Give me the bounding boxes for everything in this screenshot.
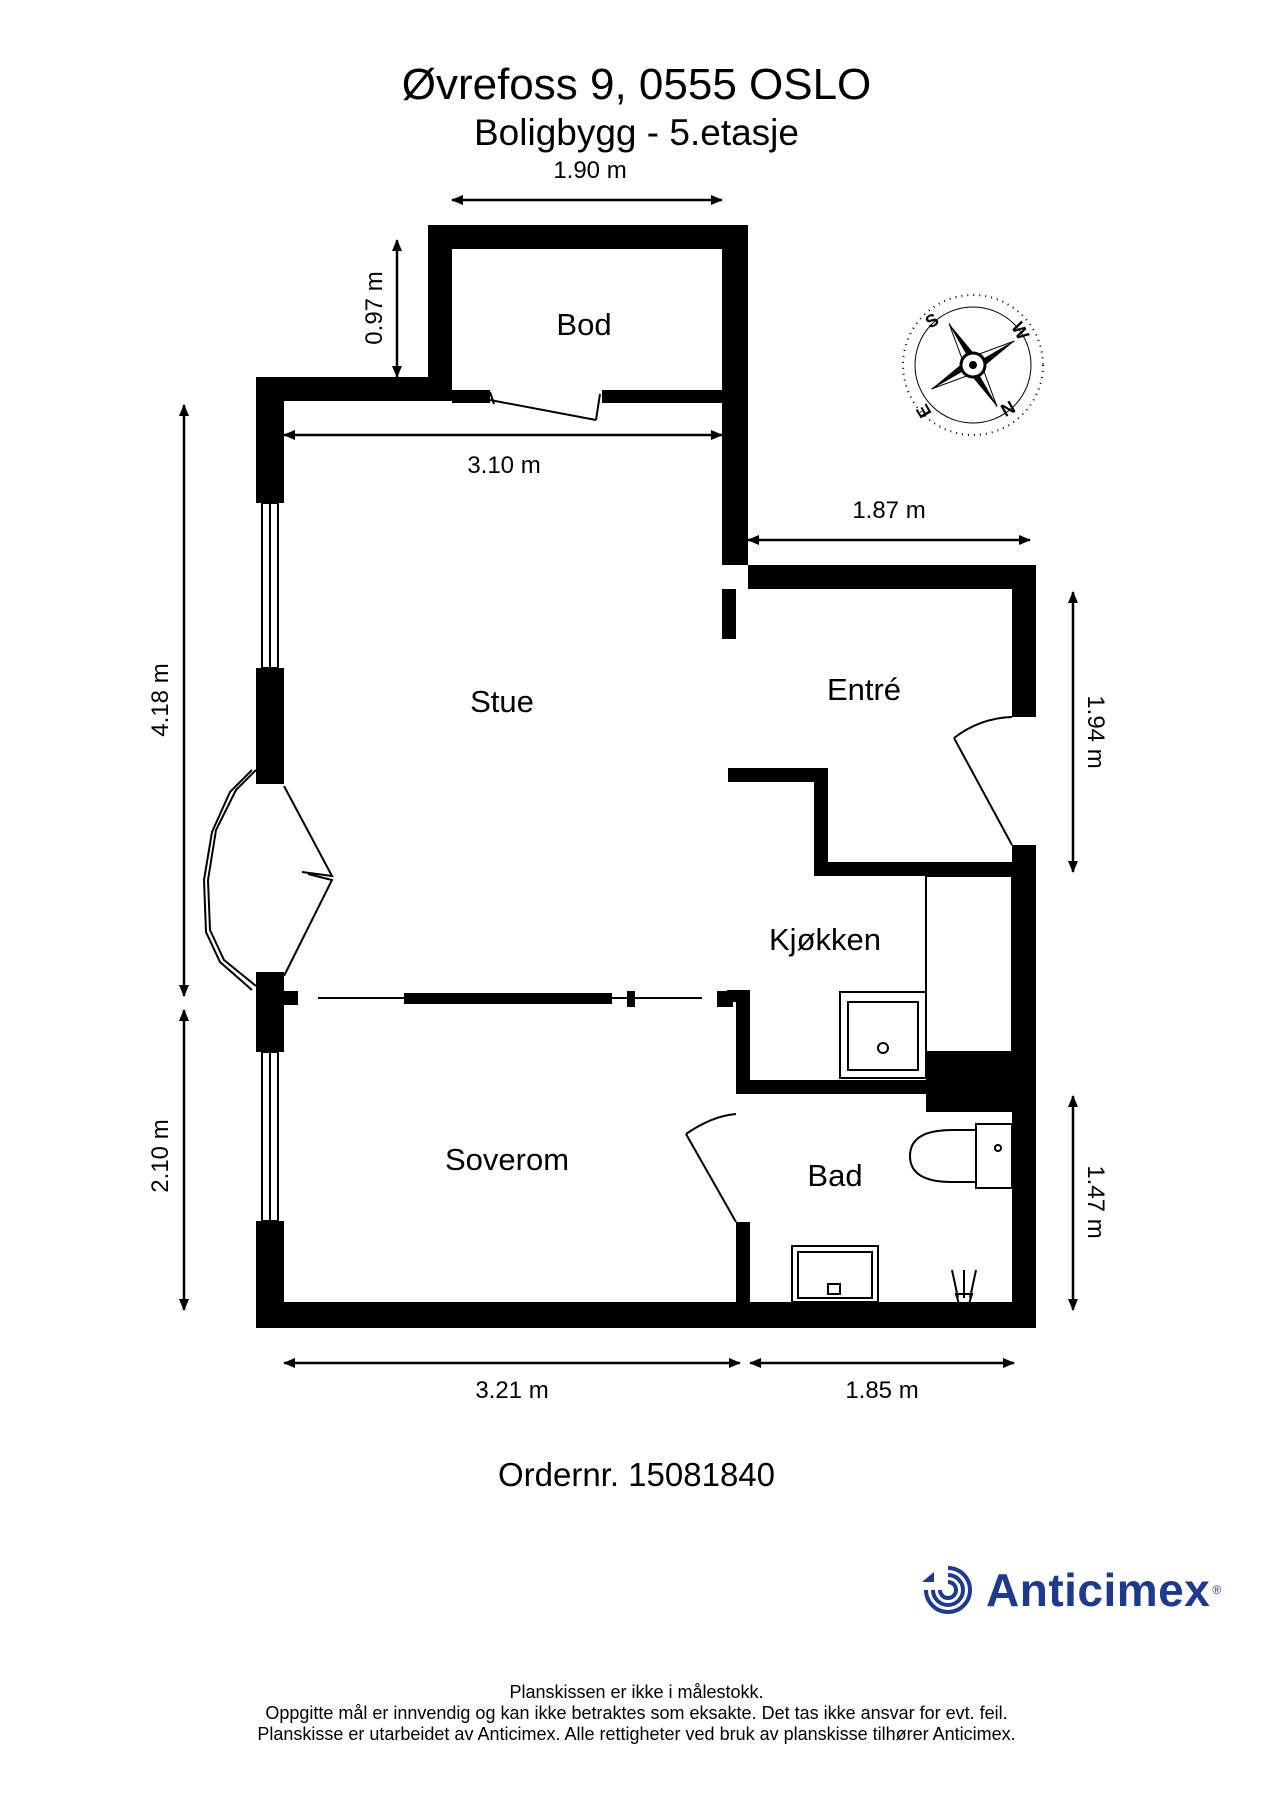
compass-label-n: N <box>997 397 1018 421</box>
dim-soverom-height: 2.10 m <box>147 1119 174 1192</box>
sliding-door-panel <box>404 993 612 1004</box>
wall-stue-top <box>256 377 452 401</box>
dim-entre-height: 1.94 m <box>1082 695 1109 768</box>
wall-left-upper <box>256 377 284 503</box>
brand-logo: Anticimex® <box>920 1560 1221 1620</box>
dimension-labels: 1.90 m 0.97 m 3.10 m 1.87 m 4.18 m 1.94 … <box>147 157 1109 1404</box>
wall-kitchen-top <box>728 768 828 782</box>
entre-door <box>953 716 1013 846</box>
room-stue: Stue <box>470 684 534 719</box>
dim-stue-width: 3.10 m <box>467 452 540 479</box>
wall-shaft <box>926 1052 1014 1112</box>
wall-entre-stub <box>722 589 736 639</box>
wall-bod-top <box>428 225 748 249</box>
dimension-lines <box>179 195 1078 1368</box>
wall-post-left <box>284 991 298 1005</box>
room-bad: Bad <box>807 1158 862 1193</box>
dim-left-height: 4.18 m <box>147 663 174 736</box>
compass-rose: S W N E <box>902 294 1044 436</box>
room-bod: Bod <box>556 307 611 342</box>
sliding-door-rails <box>318 991 733 1007</box>
kitchen-fixtures <box>839 875 1013 1079</box>
page-subtitle: Boligbygg - 5.etasje <box>474 112 799 153</box>
wall-kitchen-bottom <box>814 862 1014 876</box>
dim-bod-depth: 0.97 m <box>361 271 388 344</box>
wall-left-mid <box>256 668 284 784</box>
wall-bod-left <box>428 225 452 395</box>
bath-fixtures <box>791 1123 1013 1324</box>
compass-label-w: W <box>1007 319 1033 344</box>
wall-left-lower <box>256 972 284 1052</box>
order-number: Ordernr. 15081840 <box>497 1456 776 1493</box>
disclaimer-line-1: Planskissen er ikke i målestokk. <box>509 1682 764 1702</box>
brand-name: Anticimex <box>986 1564 1211 1616</box>
room-kjokken: Kjøkken <box>769 922 881 957</box>
dim-bad-height: 1.47 m <box>1082 1165 1109 1238</box>
compass-label-s: S <box>922 309 942 332</box>
room-labels: Bod Stue Entré Kjøkken Soverom Bad <box>445 307 901 1193</box>
dim-bottom-left: 3.21 m <box>475 1377 548 1404</box>
wall-bath-top <box>736 1080 926 1094</box>
disclaimer-line-3: Planskisse er utarbeidet av Anticimex. A… <box>257 1724 1016 1744</box>
wall-bottom <box>256 1302 1036 1328</box>
wall-kitchen-step <box>814 768 828 875</box>
anticimex-logo-icon <box>922 1566 972 1614</box>
bath-door <box>685 1113 737 1223</box>
wall-bath-left-upper <box>736 990 750 1086</box>
disclaimer-line-2: Oppgitte mål er innvendig og kan ikke be… <box>265 1703 1008 1723</box>
wall-bod-front-right <box>602 390 748 403</box>
disclaimer: Planskissen er ikke i målestokk. Oppgitt… <box>0 1682 1273 1745</box>
bod-door <box>489 391 601 421</box>
wall-right-lower <box>1012 845 1036 1328</box>
brand-reg: ® <box>1212 1583 1222 1597</box>
windows <box>261 502 279 1222</box>
dim-bottom-right: 1.85 m <box>845 1377 918 1404</box>
walls <box>256 225 1036 1328</box>
page-title: Øvrefoss 9, 0555 OSLO <box>401 60 872 109</box>
compass-label-e: E <box>912 401 935 421</box>
room-entre: Entré <box>827 672 901 707</box>
wall-entre-right-upper <box>1012 565 1036 717</box>
room-soverom: Soverom <box>445 1142 569 1177</box>
balcony-doors <box>202 769 334 991</box>
wall-bod-front-left <box>452 390 490 403</box>
dim-top-width: 1.90 m <box>553 157 626 184</box>
dim-entre-width: 1.87 m <box>852 497 925 524</box>
wall-bath-left-lower <box>736 1222 750 1302</box>
wall-entre-top <box>748 565 1036 589</box>
